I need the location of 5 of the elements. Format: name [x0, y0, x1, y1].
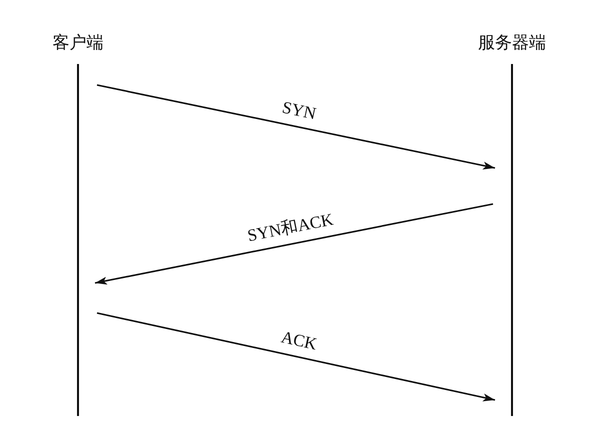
- arrow: [94, 203, 494, 285]
- participant-label: 服务器端: [477, 32, 547, 54]
- participant-label: 客户端: [52, 32, 104, 54]
- arrow: [96, 312, 496, 402]
- arrow: [96, 84, 496, 170]
